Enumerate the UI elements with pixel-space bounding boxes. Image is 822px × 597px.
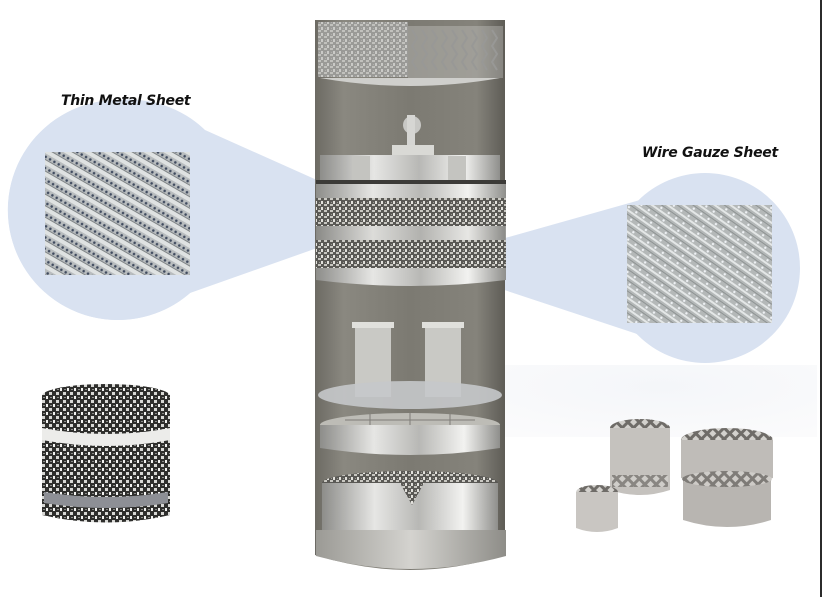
image-frame-border — [820, 0, 822, 597]
callout-thin-metal-sheet — [7, 99, 403, 320]
thin-metal-sheet-label: Thin Metal Sheet — [61, 93, 191, 109]
callout-wire-gauze-sheet — [420, 173, 800, 363]
thin-metal-sheet-closeup — [45, 152, 190, 275]
structured-packing-block — [42, 384, 170, 523]
wire-gauze-sheet-label: Wire Gauze Sheet — [642, 145, 778, 161]
distillation-column-cutaway — [315, 20, 506, 570]
wire-gauze-sheet-closeup — [627, 205, 772, 323]
random-packing-rings — [505, 365, 817, 532]
